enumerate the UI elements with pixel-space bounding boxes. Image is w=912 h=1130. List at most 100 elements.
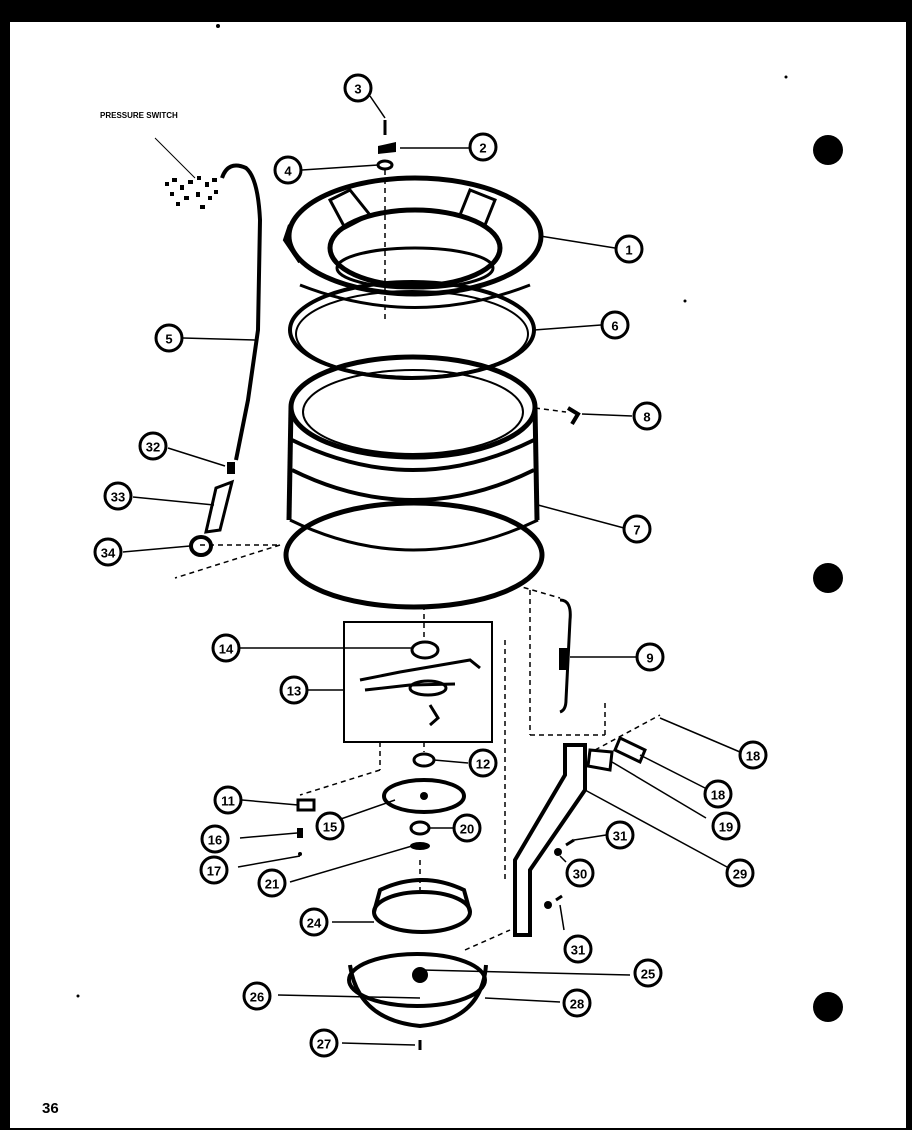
speck xyxy=(76,994,80,998)
bolt-part-31 xyxy=(565,838,575,847)
clip-part-8 xyxy=(566,406,581,426)
callout-number: 2 xyxy=(479,141,486,156)
callout-number: 24 xyxy=(307,916,322,931)
plate-hub xyxy=(420,792,428,800)
outer-tub-part xyxy=(283,354,545,610)
callout-circle xyxy=(154,323,184,353)
dashed-guides xyxy=(174,170,661,951)
callout-circle xyxy=(711,811,741,841)
hose-clamp-part xyxy=(227,462,235,474)
callout-number: 34 xyxy=(101,546,116,561)
pump-cover-part xyxy=(372,878,472,934)
callout-circle xyxy=(343,73,373,103)
screw-part-17 xyxy=(298,852,302,856)
callout-circle xyxy=(633,958,663,988)
callout-balloon-34: 34 xyxy=(93,537,123,567)
callout-number: 31 xyxy=(571,943,585,958)
callout-circle xyxy=(299,907,329,937)
callout-balloon-12: 12 xyxy=(468,748,498,778)
callout-balloon-15: 15 xyxy=(315,811,345,841)
callout-balloon-25: 25 xyxy=(633,958,663,988)
callout-circle xyxy=(213,785,243,815)
callout-balloon-19: 19 xyxy=(711,811,741,841)
callout-number: 25 xyxy=(641,967,655,982)
callout-number: 15 xyxy=(323,820,337,835)
callout-circle xyxy=(93,537,123,567)
speck xyxy=(683,299,687,303)
callout-balloon-29: 29 xyxy=(725,858,755,888)
nut-part-30 xyxy=(554,848,562,856)
callout-balloon-18: 18 xyxy=(703,779,733,809)
callout-number: 17 xyxy=(207,864,221,879)
callout-balloon-11: 11 xyxy=(213,785,243,815)
washer-part-21 xyxy=(410,842,430,850)
callout-number: 28 xyxy=(570,997,584,1012)
clip-part xyxy=(378,142,396,154)
plate-part-12 xyxy=(586,748,614,772)
callout-balloon-1: 1 xyxy=(614,234,644,264)
callout-balloon-16: 16 xyxy=(200,824,230,854)
callout-circle xyxy=(279,675,309,705)
callout-number: 26 xyxy=(250,990,264,1005)
callout-number: 29 xyxy=(733,867,747,882)
callout-balloon-2: 2 xyxy=(468,132,498,162)
callout-circle xyxy=(622,514,652,544)
callout-balloon-28: 28 xyxy=(562,988,592,1018)
speck xyxy=(216,24,220,28)
pressure-switch-leader xyxy=(154,137,196,179)
pressure-switch-label: PRESSURE SWITCH xyxy=(100,111,178,120)
callout-number: 32 xyxy=(146,440,160,455)
callout-circle xyxy=(703,779,733,809)
washer-part-18 xyxy=(412,752,436,768)
binder-hole-top xyxy=(813,135,843,165)
plate-part-11 xyxy=(613,735,647,765)
bracket-part-15 xyxy=(296,798,316,812)
callout-circle xyxy=(565,858,595,888)
callout-number: 31 xyxy=(613,829,627,844)
callout-balloon-31: 31 xyxy=(563,934,593,964)
binder-hole-bottom xyxy=(813,992,843,1022)
callout-number: 21 xyxy=(265,877,279,892)
callout-circle xyxy=(315,811,345,841)
callout-circle xyxy=(738,740,768,770)
callout-circle xyxy=(200,824,230,854)
callout-balloon-17: 17 xyxy=(199,855,229,885)
grommet-part xyxy=(189,535,213,557)
callout-balloon-6: 6 xyxy=(600,310,630,340)
bolt-part-31b xyxy=(555,894,563,902)
callout-circle xyxy=(605,820,635,850)
spring-coil xyxy=(559,648,568,670)
callout-circle xyxy=(138,431,168,461)
paper-sheet xyxy=(10,22,906,1128)
callout-number: 6 xyxy=(611,319,618,334)
callout-balloon-24: 24 xyxy=(299,907,329,937)
callout-balloon-21: 21 xyxy=(257,868,287,898)
callout-number: 20 xyxy=(460,822,474,837)
support-bracket-part xyxy=(513,743,587,937)
callout-number: 11 xyxy=(221,794,235,809)
callout-balloon-5: 5 xyxy=(154,323,184,353)
callout-number: 12 xyxy=(476,757,490,772)
callout-circle xyxy=(273,155,303,185)
page-number: 36 xyxy=(42,1100,59,1117)
callout-number: 5 xyxy=(165,332,172,347)
callout-circle xyxy=(452,813,482,843)
callout-balloon-7: 7 xyxy=(622,514,652,544)
callout-number: 9 xyxy=(646,651,653,666)
callout-number: 4 xyxy=(284,164,292,179)
callout-balloon-31: 31 xyxy=(605,820,635,850)
callout-balloon-4: 4 xyxy=(273,155,303,185)
callout-number: 27 xyxy=(317,1037,331,1052)
pin-part-16 xyxy=(297,828,303,838)
callout-number: 8 xyxy=(643,410,650,425)
callout-number: 18 xyxy=(711,788,725,803)
gasket-inner-edge xyxy=(295,290,529,378)
callout-circle xyxy=(199,855,229,885)
callout-balloon-30: 30 xyxy=(565,858,595,888)
callout-circle xyxy=(468,748,498,778)
callout-number: 19 xyxy=(719,820,733,835)
callout-balloon-32: 32 xyxy=(138,431,168,461)
callout-balloon-9: 9 xyxy=(635,642,665,672)
